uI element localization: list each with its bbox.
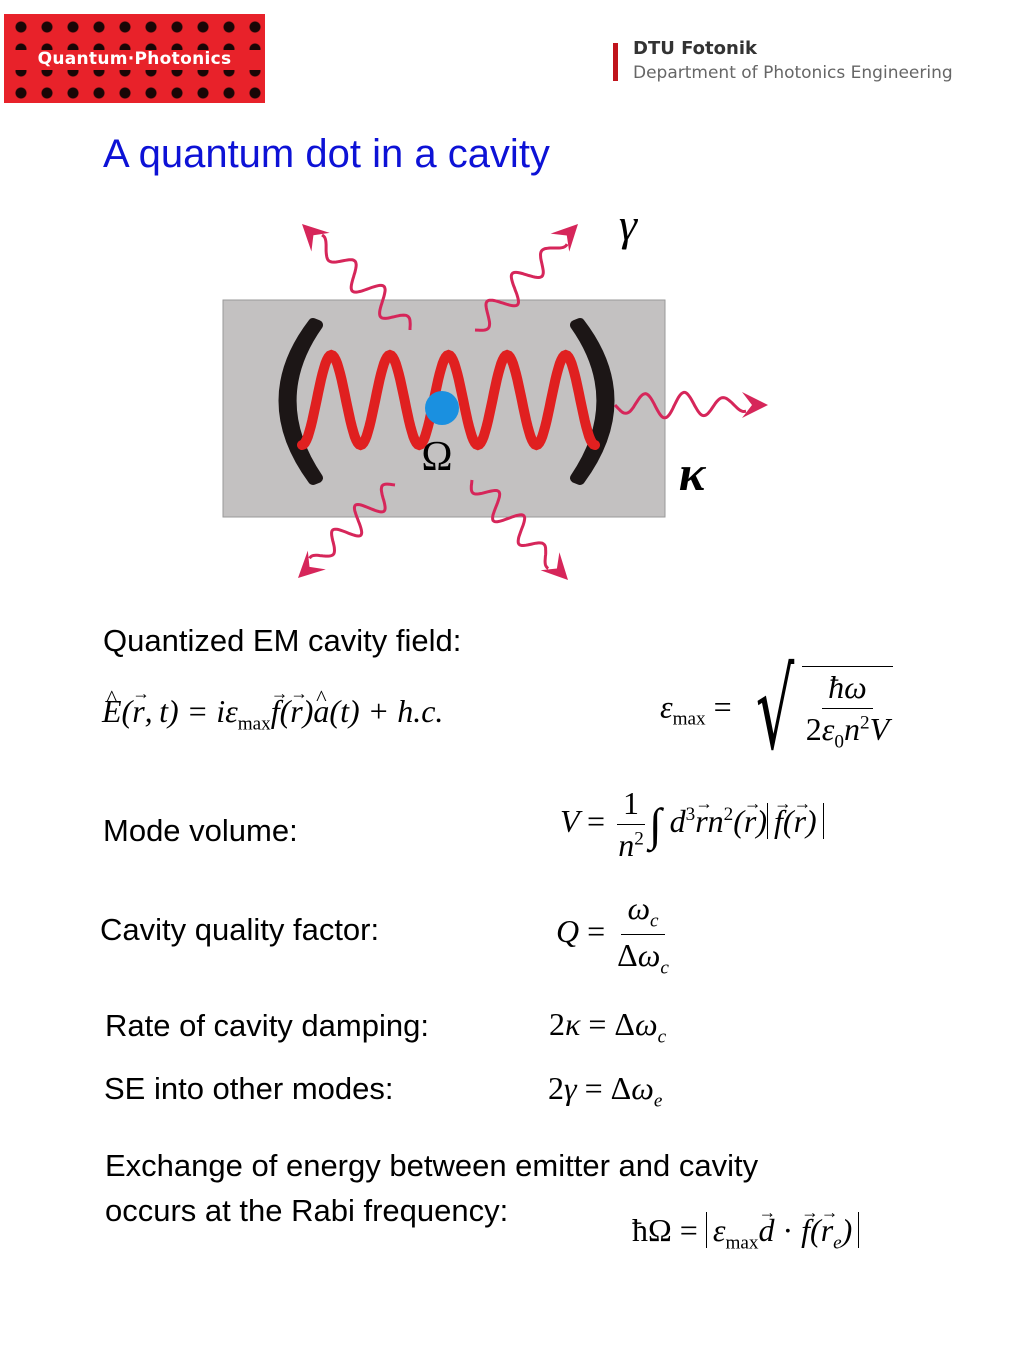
emission-arrow-down-left-wave [308, 482, 396, 560]
standing-wave [297, 349, 600, 451]
emission-arrow-up-right-head [550, 224, 578, 252]
field-equation: E(r, t) = iεmaxf(r)a(t) + h.c. [102, 683, 443, 735]
emission-arrow-right-wave [613, 390, 747, 420]
right-mirror [570, 318, 615, 485]
emission-arrow-up-right-wave [474, 243, 569, 332]
department-name: Department of Photonics Engineering [633, 63, 953, 83]
mode-volume-label: Mode volume: [103, 813, 298, 848]
gamma-label: γ [619, 200, 639, 250]
damping-equation: 2κ = Δωc [549, 1006, 667, 1048]
emission-arrow-down-right-wave [469, 479, 550, 570]
emission-arrow-down-left-head [298, 550, 326, 578]
se-equation: 2γ = Δωe [548, 1070, 663, 1112]
emission-arrows [298, 224, 768, 580]
emission-arrow-up-left-wave [321, 233, 412, 330]
logo-text: Quantum·Photonics [37, 49, 232, 69]
mode-volume-equation: V = 1n2∫ d3rn2(r)f(r) [560, 785, 824, 864]
rabi-equation: ħΩ = εmaxd · f(re) [632, 1202, 860, 1254]
emission-arrow-right-head [742, 392, 768, 418]
logo-band [4, 50, 265, 70]
field-label: Quantized EM cavity field: [103, 623, 462, 658]
cavity-diagram: Ω γ κ [222, 200, 768, 580]
left-mirror [278, 318, 323, 485]
damping-label: Rate of cavity damping: [105, 1008, 429, 1043]
quantum-photonics-logo: Quantum·Photonics [4, 14, 265, 103]
slide-title: A quantum dot in a cavity [103, 132, 550, 176]
se-label: SE into other modes: [104, 1071, 394, 1106]
omega-label: Ω [421, 434, 452, 480]
dtu-logo-bar [613, 43, 618, 81]
emission-arrow-down-right-head [540, 552, 568, 580]
emission-arrow-up-left-head [302, 224, 330, 252]
quantum-dot [425, 391, 459, 425]
rabi-text-line1: Exchange of energy between emitter and c… [105, 1148, 759, 1183]
kappa-label: κ [679, 445, 707, 501]
rabi-text-line2: occurs at the Rabi frequency: [105, 1193, 509, 1228]
quality-label: Cavity quality factor: [100, 912, 380, 947]
org-name: DTU Fotonik [633, 38, 757, 59]
